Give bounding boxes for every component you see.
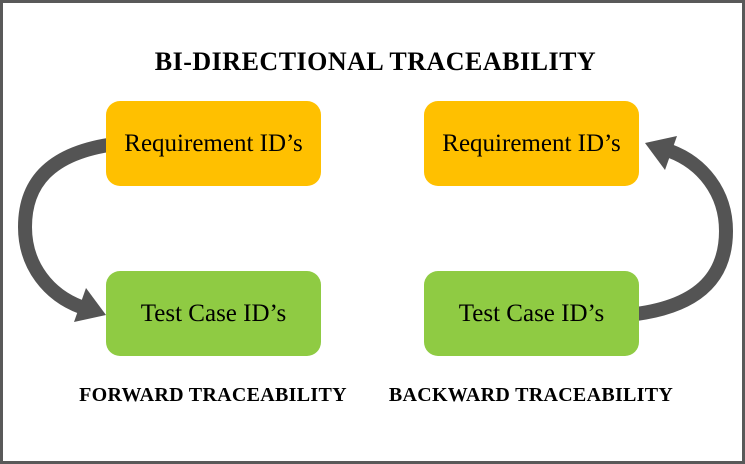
backward-requirement-box: Requirement ID’s bbox=[424, 101, 639, 186]
backward-traceability-caption: BACKWARD TRACEABILITY bbox=[388, 384, 674, 406]
forward-requirement-box: Requirement ID’s bbox=[106, 101, 321, 186]
up-curved-arrow-icon bbox=[635, 136, 734, 321]
down-curved-arrow-icon bbox=[17, 137, 116, 322]
forward-testcase-box: Test Case ID’s bbox=[106, 271, 321, 356]
diagram-title: BI-DIRECTIONAL TRACEABILITY bbox=[154, 47, 597, 76]
backward-testcase-box: Test Case ID’s bbox=[424, 271, 639, 356]
forward-traceability-caption: FORWARD TRACEABILITY bbox=[79, 384, 347, 406]
